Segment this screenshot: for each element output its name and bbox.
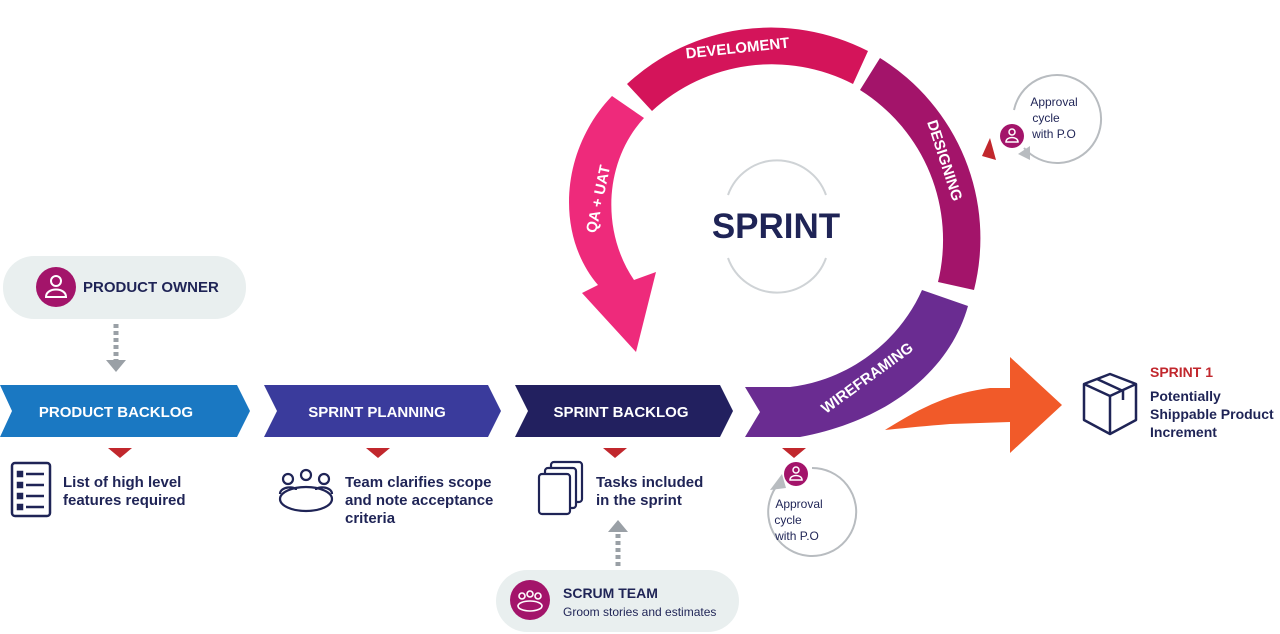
person-icon	[789, 466, 803, 481]
approval-top-marker	[982, 138, 996, 160]
product-backlog-label: PRODUCT BACKLOG	[39, 404, 193, 421]
result-line-1: Potentially	[1150, 388, 1221, 404]
product-owner-pill: PRODUCT OWNER	[3, 256, 246, 319]
approval-bottom-line-2: cycle	[774, 513, 802, 527]
person-icon	[44, 275, 68, 298]
team-table-icon	[278, 468, 334, 513]
approval-top-circle	[1013, 73, 1103, 164]
approval-top-line-1: Approval	[1030, 95, 1077, 109]
approval-bottom-line-3: with P.O	[774, 529, 819, 543]
sprint-cycle: DEVELOMENT DESIGNING WIREFRAMING QA + UA…	[569, 27, 981, 437]
product-backlog-desc-line-2: features required	[63, 492, 186, 509]
result-line-3: Increment	[1150, 424, 1217, 440]
center-ring-bottom	[727, 257, 827, 294]
marker-product-backlog	[108, 448, 132, 458]
sprint-backlog-bar	[515, 385, 733, 437]
center-ring-top	[727, 159, 827, 196]
marker-sprint-backlog	[603, 448, 627, 458]
sprint-planning-desc-line-2: and note acceptance	[345, 492, 493, 509]
group-icon	[517, 590, 543, 612]
approval-top-arrowhead	[1018, 146, 1030, 160]
product-backlog-desc-line-1: List of high level	[63, 474, 181, 491]
approval-bottom-line-1: Approval	[775, 497, 822, 511]
cycle-segment-wireframing	[745, 290, 968, 437]
sprint-planning-desc-line-1: Team clarifies scope	[345, 474, 491, 491]
product-backlog-bar	[0, 385, 250, 437]
approval-bottom-arrowhead	[770, 474, 786, 490]
result-title: SPRINT 1	[1150, 364, 1213, 380]
marker-sprint-planning	[366, 448, 390, 458]
approval-bottom-circle	[767, 466, 858, 557]
list-icon	[10, 461, 52, 518]
result-line-2: Shippable Product	[1150, 406, 1274, 422]
approval-top-line-2: cycle	[1032, 111, 1060, 125]
sprint-backlog-desc-line-1: Tasks included	[596, 474, 703, 491]
sprint-backlog-label: SPRINT BACKLOG	[554, 404, 689, 421]
cycle-segment-qa-uat	[569, 96, 656, 352]
scrum-team-subtitle: Groom stories and estimates	[563, 605, 716, 619]
cycle-segment-designing	[860, 58, 981, 290]
sprint-planning-label: SPRINT PLANNING	[308, 404, 446, 421]
approval-cycle-top: Approval cycle with P.O	[982, 73, 1103, 164]
approval-cycle-bottom: Approval cycle with P.O	[767, 462, 858, 557]
product-owner-label: PRODUCT OWNER	[83, 279, 219, 296]
documents-icon	[537, 460, 584, 516]
scrum-team-title: SCRUM TEAM	[563, 585, 658, 601]
approval-top-line-3: with P.O	[1031, 127, 1076, 141]
sprint-planning-desc-line-3: criteria	[345, 510, 396, 527]
scrum-team-pill: SCRUM TEAM Groom stories and estimates	[496, 570, 739, 632]
output-arrow	[885, 357, 1062, 453]
sprint-planning-bar	[264, 385, 501, 437]
approval-top-avatar	[1000, 124, 1024, 148]
product-owner-arrowhead	[106, 360, 126, 372]
flow-bars: PRODUCT BACKLOG SPRINT PLANNING SPRINT B…	[0, 385, 806, 458]
package-box-icon	[1082, 372, 1138, 436]
sprint-backlog-desc-line-2: in the sprint	[596, 492, 682, 509]
sprint-center-label: SPRINT	[712, 207, 840, 246]
scrum-team-avatar	[510, 580, 550, 620]
approval-bottom-avatar	[784, 462, 808, 486]
person-icon	[1005, 128, 1019, 143]
scrum-team-arrowhead	[608, 520, 628, 532]
cycle-segment-develoment	[627, 27, 868, 112]
marker-wireframing	[782, 448, 806, 458]
